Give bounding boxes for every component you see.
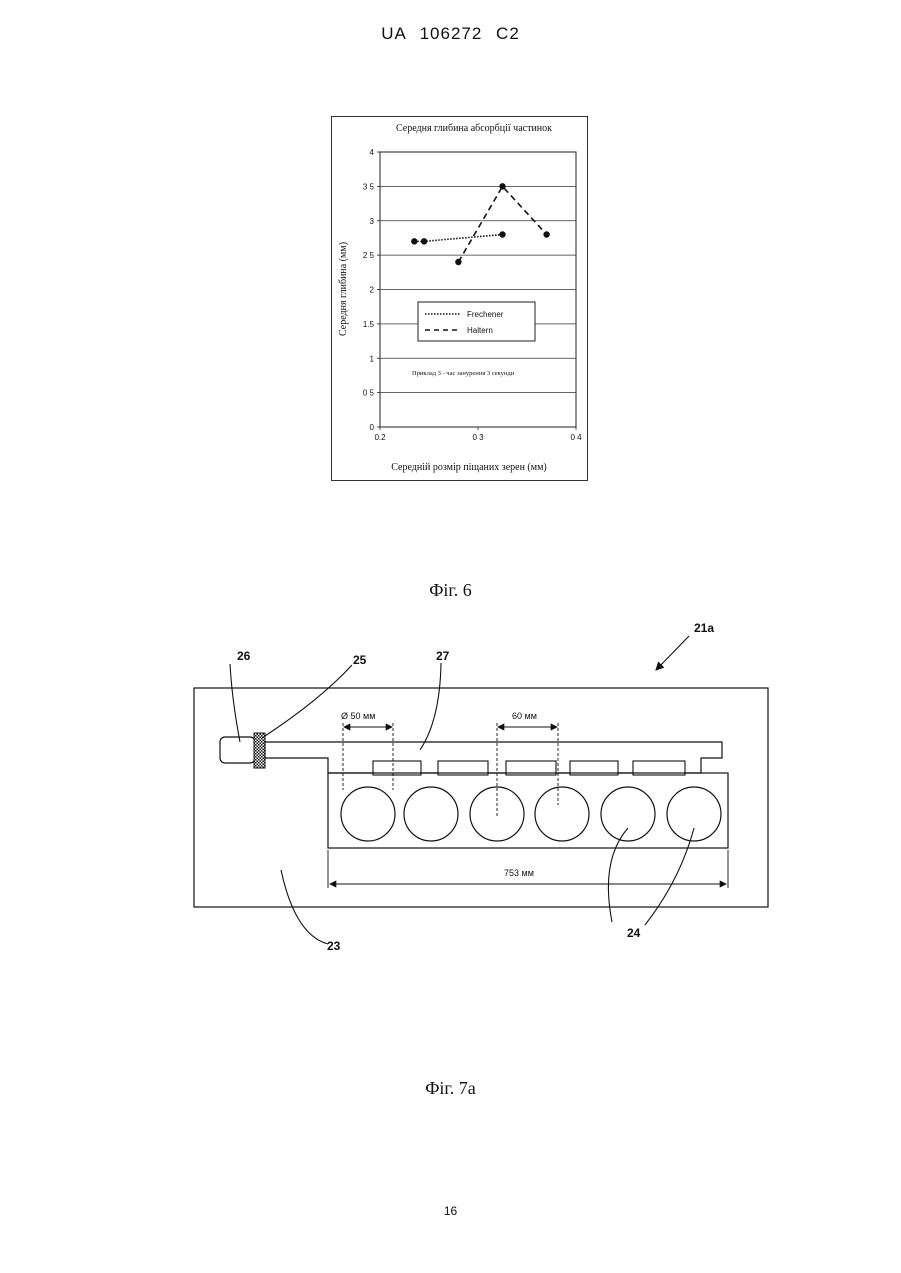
ref-25: 25 [353, 653, 367, 667]
data-point-frechener [499, 231, 505, 237]
ref-21a: 21а [694, 621, 714, 635]
x-axis-label: Середній розмір піщаних зерен (мм) [391, 462, 547, 473]
hole [341, 787, 395, 841]
x-tick-label: 0.2 [374, 433, 386, 442]
legend-haltern-label: Haltern [467, 326, 493, 335]
y-tick-label: 1.5 [363, 320, 375, 329]
y-tick-label: 1 [370, 354, 375, 363]
hole [535, 787, 589, 841]
data-point-frechener [411, 238, 417, 244]
chart-annotation: Приклад 3 - час занурення 3 секунди [412, 370, 515, 377]
data-point-frechener [421, 238, 427, 244]
dimension-diameter [343, 723, 393, 790]
ref-26: 26 [237, 649, 251, 663]
plot-series [411, 183, 550, 265]
rod-handle [220, 737, 255, 763]
figure-6-caption: Фіг. 6 [0, 580, 901, 601]
hole [667, 787, 721, 841]
ref-24: 24 [627, 926, 641, 940]
legend: Frechener Haltern [418, 302, 535, 341]
figure-7a-diagram: Ø 50 мм 60 мм 753 мм 21а 26 25 27 23 24 [0, 610, 901, 970]
y-axis-label: Середня глибина (мм) [338, 242, 349, 336]
y-tick-label: 4 [370, 148, 375, 157]
ref-23: 23 [327, 939, 341, 953]
dimension-length-label: 753 мм [504, 868, 534, 878]
ref-27: 27 [436, 649, 450, 663]
chart-frame: Середня глибина абсорбції частинок Серед… [331, 116, 588, 481]
data-point-haltern [455, 259, 461, 265]
y-tick-label: 3 [370, 217, 375, 226]
page-number: 16 [0, 1204, 901, 1218]
series-line-haltern [458, 186, 546, 262]
specimen-holes [341, 787, 721, 841]
knurled-grip [254, 733, 265, 768]
data-point-haltern [543, 231, 549, 237]
hole [601, 787, 655, 841]
plot-grid: 0 0 5 1 1.5 2 2 5 3 3 5 4 0.2 0 3 0 4 [363, 148, 582, 442]
y-tick-label: 0 [370, 423, 375, 432]
document-header: UA 106272 C2 [0, 24, 901, 44]
y-tick-label: 2 [370, 286, 375, 295]
y-tick-label: 0 5 [363, 389, 375, 398]
y-tick-label: 2 5 [363, 251, 375, 260]
dimension-diameter-label: Ø 50 мм [341, 711, 375, 721]
figure-7a-caption: Фіг. 7а [0, 1078, 901, 1099]
hole [404, 787, 458, 841]
dimension-pitch-label: 60 мм [512, 711, 537, 721]
data-point-haltern [499, 183, 505, 189]
arrow-21a [656, 636, 689, 670]
absorption-depth-chart: Середня глибина абсорбції частинок Серед… [332, 117, 587, 480]
x-tick-label: 0 4 [570, 433, 582, 442]
y-tick-label: 3 5 [363, 182, 375, 191]
legend-frechener-label: Frechener [467, 310, 504, 319]
series-line-frechener [414, 235, 502, 242]
chart-title: Середня глибина абсорбції частинок [396, 123, 552, 134]
x-tick-label: 0 3 [472, 433, 484, 442]
